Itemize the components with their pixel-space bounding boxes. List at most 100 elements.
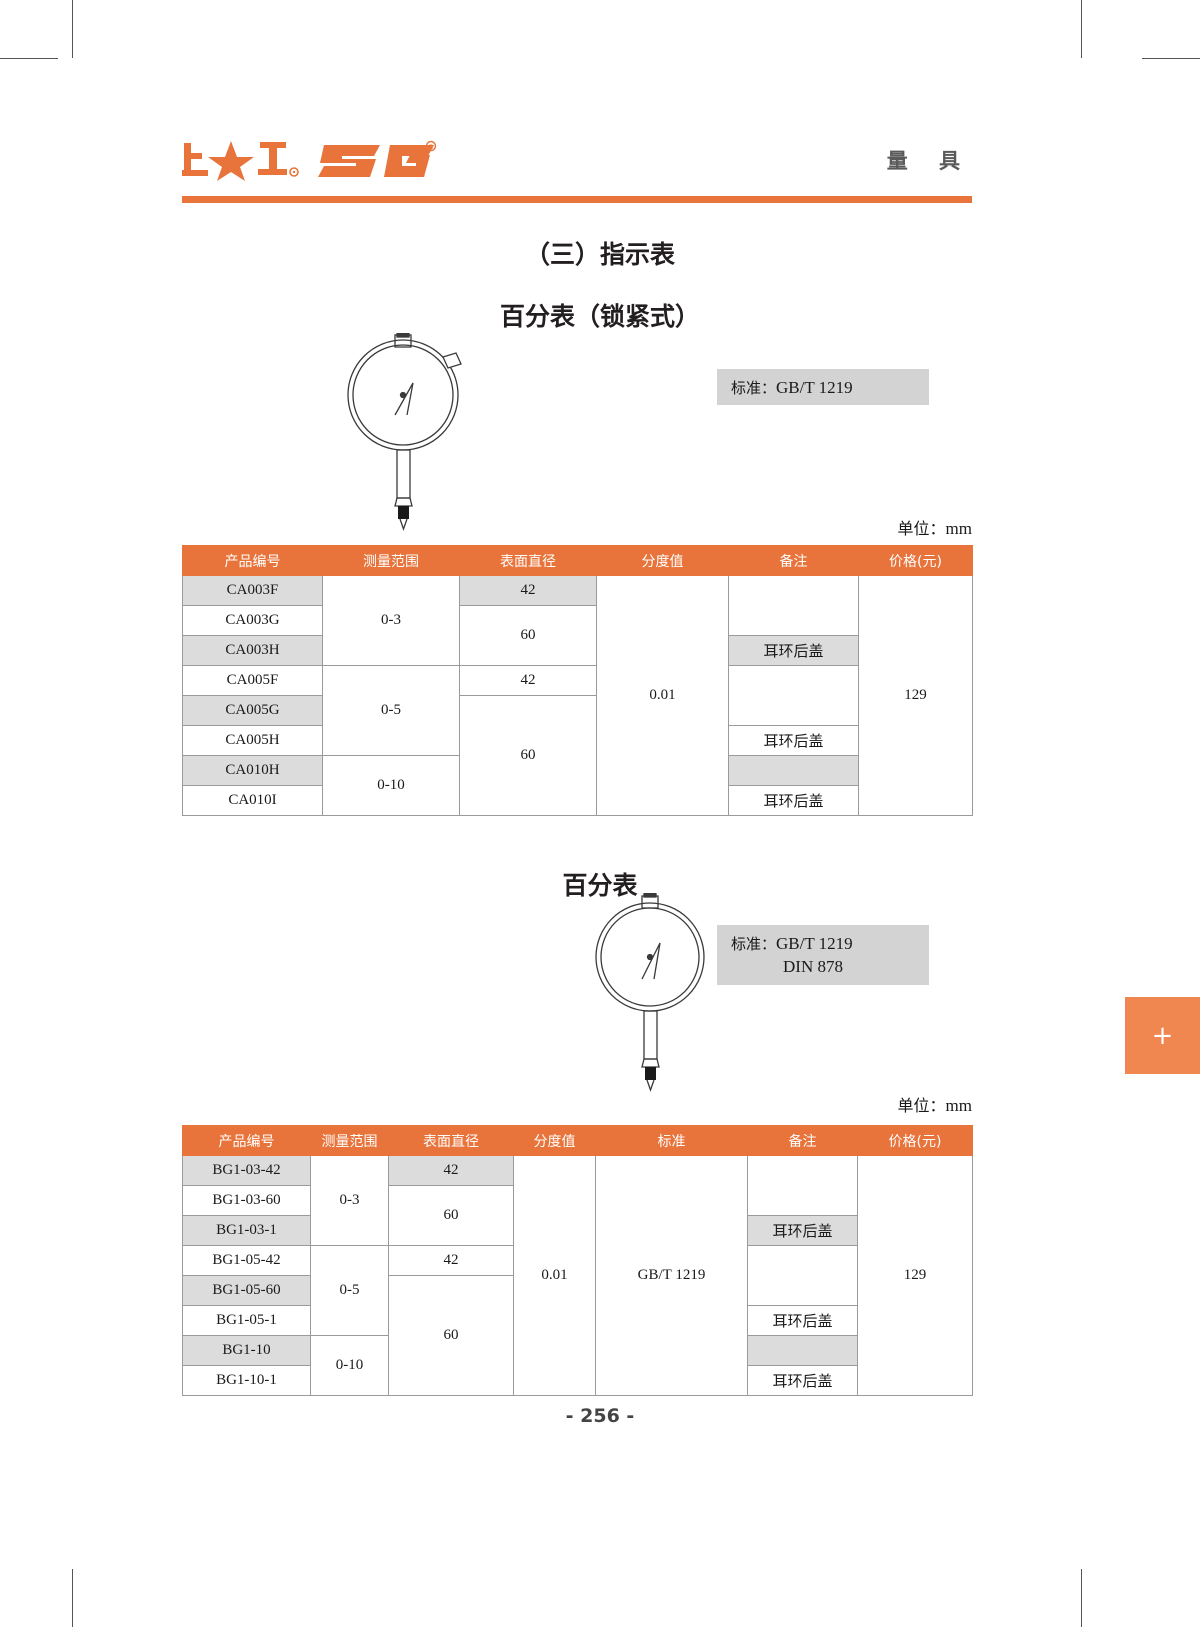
standard-value-2b: DIN 878 xyxy=(783,957,843,976)
table-row: CA005H 耳环后盖 xyxy=(182,725,973,756)
unit-label-1: 单位： xyxy=(897,519,946,538)
section-title-main: （三）指示表 xyxy=(524,240,675,269)
cell-product-code: BG1-03-1 xyxy=(182,1215,311,1246)
cell-dial-diameter: 42 xyxy=(388,1245,514,1276)
th-measuring-range: 测量范围 xyxy=(322,545,460,576)
unit-label-2: 单位： xyxy=(897,1096,946,1115)
cell-product-code: BG1-05-60 xyxy=(182,1275,311,1306)
cell-price: 129 xyxy=(857,1155,973,1396)
th-product-code: 产品编号 xyxy=(182,545,323,576)
th-product-code: 产品编号 xyxy=(182,1125,311,1156)
cell-product-code: BG1-05-1 xyxy=(182,1305,311,1336)
th-price: 价格(元) xyxy=(858,545,973,576)
standard-box-2: 标准：GB/T 1219 DIN 878 xyxy=(717,925,929,985)
cell-product-code: BG1-03-42 xyxy=(182,1155,311,1186)
cell-product-code: CA005H xyxy=(182,725,323,756)
cell-remark xyxy=(747,1245,858,1306)
table-row: BG1-10 0-10 xyxy=(182,1335,973,1396)
crop-mark-right-top xyxy=(1142,58,1200,59)
table-row: CA010I 耳环后盖 xyxy=(182,785,973,816)
cell-dial-diameter: 42 xyxy=(388,1155,514,1186)
standard-value-1: GB/T 1219 xyxy=(776,377,853,397)
cell-remark: 耳环后盖 xyxy=(728,635,859,666)
section-title-sub2: 百分表 xyxy=(562,871,638,900)
unit-value-1: mm xyxy=(945,519,972,538)
cell-remark: 耳环后盖 xyxy=(728,785,859,816)
cell-dial-diameter: 60 xyxy=(388,1185,514,1246)
cell-product-code: BG1-10-1 xyxy=(182,1365,311,1396)
cell-product-code: CA003F xyxy=(182,575,323,606)
table-row: CA003H 耳环后盖 xyxy=(182,635,973,666)
unit-value-2: mm xyxy=(945,1096,972,1115)
cell-product-code: CA010I xyxy=(182,785,323,816)
cell-remark: 耳环后盖 xyxy=(747,1215,858,1246)
dial-indicator-illustration-2 xyxy=(590,892,720,1098)
crop-mark-top-left xyxy=(72,0,73,58)
th-remark: 备注 xyxy=(747,1125,858,1156)
table-row: BG1-10-1 耳环后盖 xyxy=(182,1365,973,1396)
spec-table-standard-type: 产品编号 测量范围 表面直径 分度值 标准 备注 价格(元) BG1-03-42… xyxy=(182,1125,973,1396)
table-header-row: 产品编号 测量范围 表面直径 分度值 备注 价格(元) xyxy=(182,545,973,576)
shanggong-wordmark-icon xyxy=(182,141,300,181)
th-measuring-range: 测量范围 xyxy=(310,1125,389,1156)
cell-dial-diameter: 42 xyxy=(459,575,597,606)
cell-remark: 耳环后盖 xyxy=(747,1305,858,1336)
cell-product-code: BG1-03-60 xyxy=(182,1185,311,1216)
cell-product-code: CA003G xyxy=(182,605,323,636)
table-row: BG1-05-42 0-5 42 xyxy=(182,1245,973,1336)
th-standard: 标准 xyxy=(595,1125,748,1156)
table-row: CA010H 0-10 xyxy=(182,755,973,816)
cell-remark: 耳环后盖 xyxy=(747,1365,858,1396)
table-row: CA005G 60 xyxy=(182,695,973,816)
page-header: R 量 具 xyxy=(182,133,972,208)
brand-logo: R xyxy=(182,133,972,189)
section-title-sub1: 百分表（锁紧式） xyxy=(499,302,700,331)
cell-graduation: 0.01 xyxy=(596,575,729,816)
cell-product-code: CA005G xyxy=(182,695,323,726)
cell-product-code: CA010H xyxy=(182,755,323,786)
header-category-title: 量 具 xyxy=(886,149,972,173)
cell-graduation: 0.01 xyxy=(513,1155,596,1396)
cell-remark xyxy=(728,665,859,726)
table-header-row: 产品编号 测量范围 表面直径 分度值 标准 备注 价格(元) xyxy=(182,1125,973,1156)
crop-mark-bottom-left xyxy=(72,1569,73,1627)
spec-table-lock-type: 产品编号 测量范围 表面直径 分度值 备注 价格(元) CA003F 0-3 4… xyxy=(182,545,973,816)
cell-standard: GB/T 1219 xyxy=(595,1155,748,1396)
cell-price: 129 xyxy=(858,575,973,816)
cell-dial-diameter: 42 xyxy=(459,665,597,696)
cell-measuring-range: 0-10 xyxy=(310,1335,389,1396)
unit-note-2: 单位：mm xyxy=(898,1092,972,1116)
cell-measuring-range: 0-5 xyxy=(310,1245,389,1336)
th-graduation: 分度值 xyxy=(596,545,729,576)
table-row: CA003F 0-3 42 0.01 129 xyxy=(182,575,973,816)
table-row: BG1-03-60 60 xyxy=(182,1185,973,1246)
crop-mark-bottom-right xyxy=(1081,1569,1082,1627)
cell-remark xyxy=(747,1155,858,1216)
cell-product-code: BG1-10 xyxy=(182,1335,311,1366)
th-graduation: 分度值 xyxy=(513,1125,596,1156)
dial-indicator-illustration-1 xyxy=(335,332,495,538)
cell-product-code: BG1-05-42 xyxy=(182,1245,311,1276)
standard-label-1: 标准： xyxy=(731,378,777,397)
side-tab-marker: + xyxy=(1125,997,1200,1074)
table-row: BG1-03-1 耳环后盖 xyxy=(182,1215,973,1246)
header-rule xyxy=(182,196,972,203)
cell-remark xyxy=(728,755,859,786)
th-dial-diameter: 表面直径 xyxy=(459,545,597,576)
cell-remark: 耳环后盖 xyxy=(728,725,859,756)
table-row: CA005F 0-5 42 xyxy=(182,665,973,756)
plus-icon: + xyxy=(1151,1020,1174,1051)
table-row: BG1-03-42 0-3 42 0.01 GB/T 1219 129 xyxy=(182,1155,973,1396)
th-price: 价格(元) xyxy=(857,1125,973,1156)
unit-note-1: 单位：mm xyxy=(898,515,972,539)
table-row: BG1-05-60 60 xyxy=(182,1275,973,1396)
cell-dial-diameter: 60 xyxy=(459,695,597,816)
cell-product-code: CA003H xyxy=(182,635,323,666)
crop-mark-top-right xyxy=(1081,0,1082,58)
cell-dial-diameter: 60 xyxy=(459,605,597,666)
cell-measuring-range: 0-3 xyxy=(322,575,460,666)
cell-measuring-range: 0-3 xyxy=(310,1155,389,1246)
standard-value-2a: GB/T 1219 xyxy=(776,934,853,953)
cell-remark xyxy=(747,1335,858,1366)
